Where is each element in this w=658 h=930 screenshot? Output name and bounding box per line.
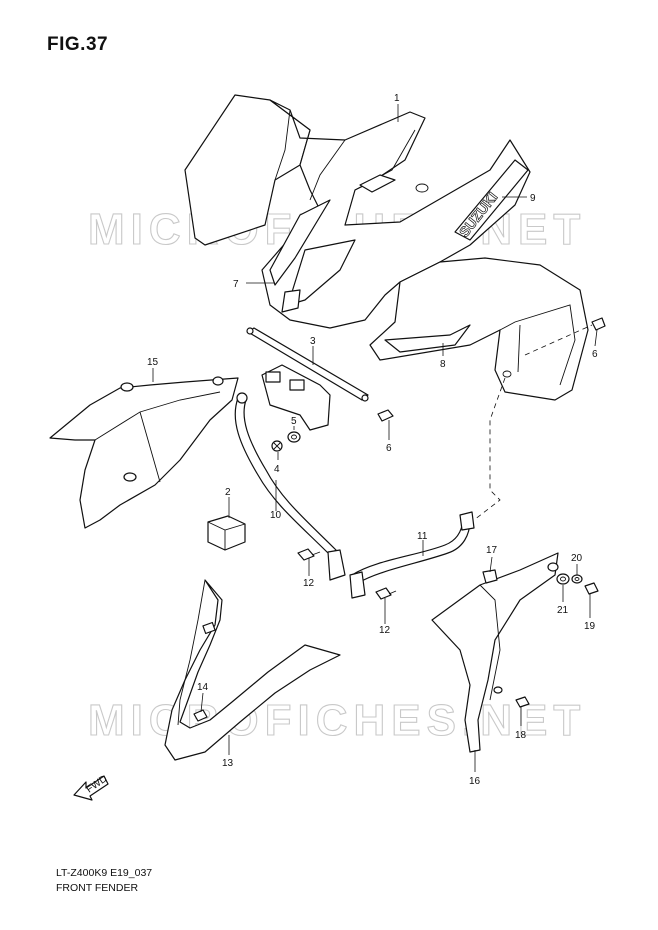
bolt-part-12-right[interactable] <box>375 587 397 600</box>
callout-20[interactable]: 20 <box>571 553 583 564</box>
fwd-label: FWD <box>84 773 109 795</box>
callout-5[interactable]: 5 <box>291 416 297 427</box>
callout-1[interactable]: 1 <box>394 93 400 104</box>
washer-part-20[interactable] <box>571 574 583 584</box>
right-side-panel-part[interactable] <box>431 552 559 753</box>
lower-front-guard-part[interactable] <box>164 579 341 761</box>
callout-leaders <box>152 104 598 772</box>
assembly-line-screw-6 <box>524 324 593 356</box>
screw-part-14[interactable] <box>193 709 208 722</box>
callout-18[interactable]: 18 <box>515 730 527 741</box>
watermark-bottom: MICROFICHES.NET <box>88 696 586 745</box>
left-side-panel-part[interactable] <box>49 376 239 529</box>
callout-17[interactable]: 17 <box>486 545 498 556</box>
callout-6-right[interactable]: 6 <box>592 349 598 360</box>
callout-12-left[interactable]: 12 <box>303 578 315 589</box>
model-code: LT-Z400K9 E19_037 <box>56 867 153 879</box>
callout-16[interactable]: 16 <box>469 776 481 787</box>
figure-title: FIG.37 <box>47 34 109 55</box>
callout-2[interactable]: 2 <box>225 487 231 498</box>
spacer-part-21[interactable] <box>556 573 570 585</box>
pipe-bracket-part-10[interactable] <box>234 392 346 581</box>
screw-part-6-right[interactable] <box>591 317 606 331</box>
callout-6-left[interactable]: 6 <box>386 443 392 454</box>
nut-part-17[interactable] <box>482 569 498 584</box>
front-bracket-part[interactable] <box>246 327 369 431</box>
callout-3[interactable]: 3 <box>310 336 316 347</box>
block-part-2[interactable] <box>207 515 246 551</box>
screw-part-6-left[interactable] <box>377 409 394 422</box>
callout-14[interactable]: 14 <box>197 682 209 693</box>
front-fender-part[interactable]: SUZUKI <box>184 94 589 401</box>
callout-4[interactable]: 4 <box>274 464 280 475</box>
callout-13[interactable]: 13 <box>222 758 234 769</box>
callout-19[interactable]: 19 <box>584 621 596 632</box>
callout-15[interactable]: 15 <box>147 357 159 368</box>
callout-21[interactable]: 21 <box>557 605 569 616</box>
bolt-part-12-left[interactable] <box>297 548 321 561</box>
forward-direction-arrow: FWD <box>73 773 109 801</box>
callout-10[interactable]: 10 <box>270 510 282 521</box>
spacer-part-5[interactable] <box>287 431 301 443</box>
callout-12-right[interactable]: 12 <box>379 625 391 636</box>
callout-8[interactable]: 8 <box>440 359 446 370</box>
section-name: FRONT FENDER <box>56 882 139 894</box>
bolt-part-4[interactable] <box>271 440 283 452</box>
callout-9[interactable]: 9 <box>530 193 536 204</box>
callout-11[interactable]: 11 <box>417 531 428 542</box>
assembly-line-right-bracket <box>473 377 506 521</box>
callout-7[interactable]: 7 <box>233 279 239 290</box>
screw-part-18[interactable] <box>515 696 530 708</box>
screw-part-19[interactable] <box>584 582 599 595</box>
pipe-bracket-part-11[interactable] <box>349 511 475 599</box>
